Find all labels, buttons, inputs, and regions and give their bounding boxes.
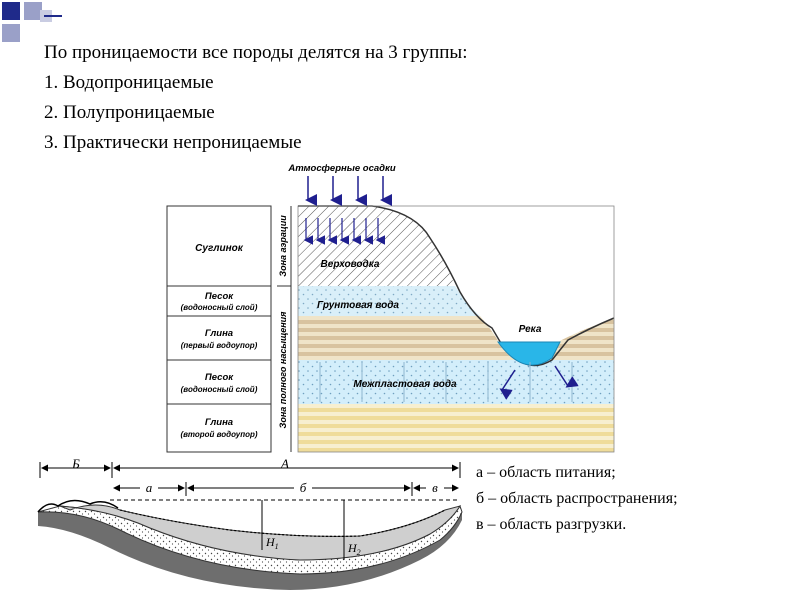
corner-square-1 [2,2,20,20]
layer-note-clay-1: (первый водоупор) [181,341,258,350]
legend-item-v: в – область разгрузки. [476,516,627,533]
heading-item-3: 3. Практически непроницаемые [44,132,302,153]
sand-layer-1 [298,286,480,316]
corner-decoration [2,2,62,42]
basin-section: Б А а б в H1 H2 [37,456,463,590]
interlayer-water-label: Межпластовая вода [353,379,457,390]
sand-joints [319,362,573,402]
layer-box-clay-2 [166,403,272,453]
profile-section [297,205,615,453]
clay-layer-1 [298,316,614,360]
layer-name-clay-2: Глина [205,417,233,428]
discharge-arrows [499,365,579,400]
precipitation-arrows [305,176,392,206]
layer-name-clay-1: Глина [205,328,233,339]
lower-aquitard [38,511,462,590]
label-B: Б [71,456,80,471]
ground-surface [298,205,615,367]
label-a: а [146,480,153,495]
heading-intro: По проницаемости все породы делятся на 3… [44,42,468,63]
layer-name-sand-2: Песок [205,372,234,383]
groundwater-label: Грунтовая вода [317,300,399,311]
layer-note-sand-2: (водоносный слой) [181,385,258,394]
layer-note-clay-2: (второй водоупор) [180,430,257,439]
legend-item-a: а – область питания; [476,464,616,481]
title-block: По проницаемости все породы делятся на 3… [44,38,684,158]
perched-water-label: Верховодка [321,259,380,270]
layer-note-sand-1: (водоносный слой) [181,303,258,312]
profile-frame [297,205,615,453]
label-h1: H1 [265,535,279,551]
layer-name-loam: Суглинок [195,243,244,254]
river-water [497,341,561,366]
label-A: А [280,456,289,471]
zone-saturation-label: Зона полного насыщения [278,311,288,429]
layer-column: Суглинок Песок (водоносный слой) Глина (… [166,205,272,453]
left-hills [37,499,119,513]
clay-layer-2 [298,404,614,452]
river-label: Река [519,324,542,335]
zone-aeration-label: Зона аэрации [278,215,288,277]
label-b: б [300,480,307,495]
corner-square-2 [24,2,42,20]
heading-item-1: 1. Водопроницаемые [44,72,214,93]
precipitation-label: Атмосферные осадки [287,163,395,174]
legend: а – область питания; б – область распрос… [476,460,678,538]
heading-item-2: 2. Полупроницаемые [44,102,215,123]
infiltration-arrows [303,218,386,245]
layer-name-sand-1: Песок [205,291,234,302]
legend-item-b: б – область распространения; [476,490,678,507]
corner-square-3 [2,24,20,42]
loam-layer [298,206,455,286]
sand-layer-2 [298,360,614,404]
label-v: в [432,480,438,495]
basin-surface [119,509,446,537]
label-h2: H2 [347,541,361,557]
